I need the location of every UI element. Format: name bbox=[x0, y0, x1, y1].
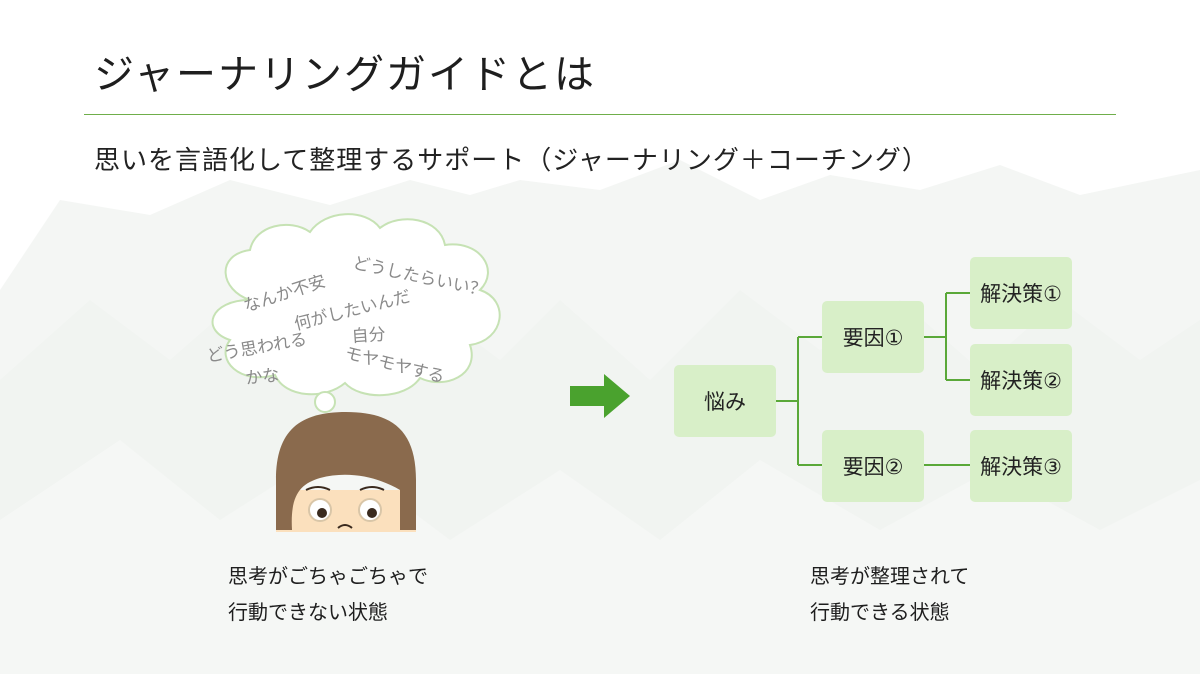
title-divider bbox=[84, 114, 1116, 115]
left-caption: 思考がごちゃごちゃで 行動できない状態 bbox=[228, 558, 428, 630]
thought-word-6: かな bbox=[244, 366, 280, 389]
slide-subtitle: 思いを言語化して整理するサポート（ジャーナリング＋コーチング） bbox=[94, 146, 929, 176]
thought-word-4: 自分 bbox=[351, 325, 386, 347]
left-caption-line-1: 思考がごちゃごちゃで bbox=[228, 564, 428, 588]
left-caption-line-2: 行動できない状態 bbox=[228, 600, 388, 624]
right-caption-line-2: 行動できる状態 bbox=[810, 600, 950, 624]
solution-node-3: 解決策③ bbox=[970, 430, 1072, 502]
right-caption-line-1: 思考が整理されて bbox=[810, 564, 970, 588]
solution-node-1: 解決策① bbox=[970, 257, 1072, 329]
right-caption: 思考が整理されて 行動できる状態 bbox=[810, 558, 969, 630]
right-arrow-icon bbox=[570, 374, 630, 418]
solution-node-2: 解決策② bbox=[970, 344, 1072, 416]
thought-cloud bbox=[211, 213, 501, 431]
worried-person-icon bbox=[276, 412, 416, 532]
cause-node-1: 要因① bbox=[822, 301, 924, 373]
cause-node-2: 要因② bbox=[822, 430, 924, 502]
slide-title: ジャーナリングガイドとは bbox=[94, 52, 596, 98]
root-node-worry: 悩み bbox=[674, 365, 776, 437]
